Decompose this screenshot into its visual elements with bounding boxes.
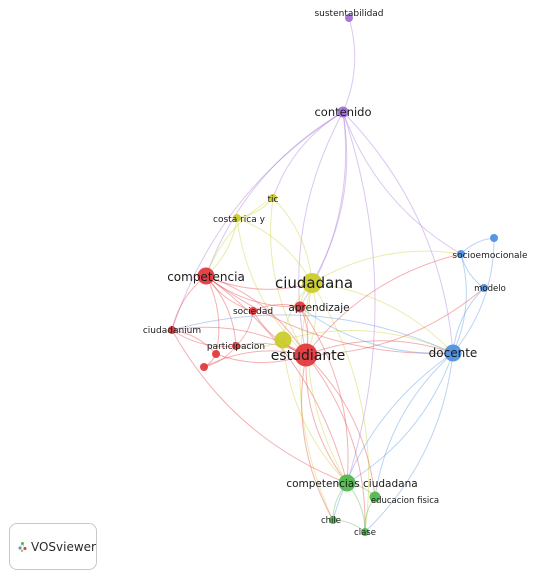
node-sociedad[interactable] bbox=[249, 307, 257, 315]
label-tic[interactable]: tic bbox=[268, 195, 279, 205]
link-docente-socioemocionale bbox=[452, 253, 467, 354]
label-competencias_ciudadana[interactable]: competencias ciudadana bbox=[286, 478, 417, 490]
node-unlab_red2[interactable] bbox=[200, 363, 208, 371]
node-unlab_yel[interactable] bbox=[274, 331, 292, 349]
link-ciudadanium-unlab_red bbox=[171, 329, 217, 355]
link-unlab_yel-competencias_ciudadana bbox=[282, 339, 348, 484]
link-tic-competencia bbox=[205, 197, 274, 277]
link-competencia-docente bbox=[205, 275, 454, 354]
node-competencia[interactable] bbox=[197, 267, 215, 285]
node-tic[interactable] bbox=[269, 194, 277, 202]
node-ciudadanium[interactable] bbox=[168, 326, 176, 334]
node-educacion_fisica[interactable] bbox=[369, 491, 381, 503]
link-costa_rica-estudiante bbox=[236, 217, 307, 356]
node-chile[interactable] bbox=[329, 516, 337, 524]
link-competencia-ciudadana bbox=[205, 275, 313, 290]
node-contenido[interactable] bbox=[337, 106, 349, 118]
link-tic-estudiante bbox=[270, 197, 307, 356]
link-estudiante-chile bbox=[301, 354, 334, 521]
link-competencia-ciudadanium bbox=[171, 275, 207, 331]
link-estudiante-modelo bbox=[305, 287, 485, 356]
link-aprendizaje-competencias_ciudadana bbox=[299, 306, 349, 484]
link-unlab_yel-docente bbox=[282, 330, 454, 354]
label-ciudadanium[interactable]: ciudadanium bbox=[143, 326, 201, 336]
label-sociedad[interactable]: sociedad bbox=[233, 307, 273, 317]
link-ciudadana-chile bbox=[299, 282, 334, 521]
node-estudiante[interactable] bbox=[294, 343, 318, 367]
node-modelo[interactable] bbox=[480, 284, 488, 292]
link-docente-clase bbox=[364, 352, 454, 533]
link-contenido-socioemocionale bbox=[342, 111, 462, 255]
node-ciudadana[interactable] bbox=[302, 273, 322, 293]
label-competencia[interactable]: competencia bbox=[167, 270, 245, 284]
node-socioemocionale[interactable] bbox=[457, 250, 465, 258]
link-docente-educacion_fisica bbox=[374, 352, 454, 498]
link-estudiante-ciudadanium bbox=[171, 326, 307, 356]
node-clase[interactable] bbox=[361, 528, 369, 536]
link-competencia-competencias_ciudadana bbox=[205, 275, 348, 484]
link-docente-ciudadanium bbox=[171, 314, 454, 354]
link-ciudadanium-competencias_ciudadana bbox=[171, 329, 348, 484]
vosviewer-brand-label: VOSviewer bbox=[30, 539, 96, 554]
node-competencias_ciudadana[interactable] bbox=[338, 474, 356, 492]
node-sustentabilidad[interactable] bbox=[345, 14, 353, 22]
node-costa_rica[interactable] bbox=[233, 214, 241, 222]
link-ciudadana-clase bbox=[311, 282, 370, 533]
link-docente-modelo bbox=[452, 287, 485, 354]
label-modelo[interactable]: modelo bbox=[474, 284, 506, 294]
node-unlab_red[interactable] bbox=[212, 350, 220, 358]
label-chile[interactable]: chile bbox=[321, 516, 341, 526]
label-educacion_fisica[interactable]: educacion fisica bbox=[371, 496, 439, 506]
link-contenido-docente bbox=[342, 111, 454, 354]
label-docente[interactable]: docente bbox=[429, 346, 478, 360]
link-ciudadanium-participacion bbox=[171, 329, 237, 347]
link-ciudadana-competencias_ciudadana bbox=[306, 282, 348, 484]
link-sustentabilidad-contenido bbox=[342, 17, 356, 113]
link-costa_rica-ciudadana bbox=[236, 217, 313, 284]
link-contenido-competencia bbox=[205, 111, 344, 277]
links-layer bbox=[171, 17, 495, 533]
label-ciudadana[interactable]: ciudadana bbox=[275, 274, 353, 292]
link-ciudadana-docente bbox=[311, 282, 454, 354]
label-sustentabilidad[interactable]: sustentabilidad bbox=[314, 9, 383, 19]
node-unlab_blue[interactable] bbox=[490, 234, 498, 242]
node-participacion[interactable] bbox=[232, 342, 240, 350]
vosviewer-logo-icon bbox=[18, 541, 27, 552]
nodes-layer bbox=[168, 14, 498, 536]
label-estudiante[interactable]: estudiante bbox=[271, 348, 346, 364]
node-docente[interactable] bbox=[444, 344, 462, 362]
link-contenido-ciudadana bbox=[311, 111, 348, 284]
label-costa_rica[interactable]: costa rica y bbox=[213, 215, 266, 225]
link-estudiante-socioemocionale bbox=[305, 253, 462, 356]
link-competencia-aprendizaje bbox=[205, 275, 301, 308]
label-clase[interactable]: clase bbox=[354, 528, 376, 538]
link-competencia-estudiante bbox=[205, 275, 307, 356]
label-contenido[interactable]: contenido bbox=[314, 105, 371, 119]
label-socioemocionale[interactable]: socioemocionale bbox=[452, 251, 528, 261]
link-docente-unlab_blue bbox=[452, 237, 495, 354]
link-costa_rica-competencia bbox=[205, 217, 238, 277]
node-aprendizaje[interactable] bbox=[294, 301, 306, 313]
vosviewer-badge[interactable]: VOSviewer bbox=[9, 523, 97, 570]
link-docente-chile bbox=[332, 352, 454, 521]
link-docente-aprendizaje bbox=[299, 306, 454, 354]
link-contenido-competencias_ciudadana bbox=[342, 111, 376, 484]
link-docente-competencias_ciudadana bbox=[346, 352, 454, 484]
link-estudiante-educacion_fisica bbox=[305, 354, 376, 498]
link-contenido-estudiante bbox=[298, 111, 344, 356]
link-ciudadana-socioemocionale bbox=[311, 250, 462, 284]
link-estudiante-competencias_ciudadana bbox=[305, 354, 348, 484]
link-contenido-ciudadanium bbox=[171, 111, 344, 331]
link-estudiante-clase bbox=[305, 354, 366, 533]
label-aprendizaje[interactable]: aprendizaje bbox=[288, 302, 349, 314]
link-estudiante-docente bbox=[305, 340, 454, 356]
label-participacion[interactable]: participacion bbox=[207, 342, 265, 352]
link-contenido-tic bbox=[272, 111, 344, 199]
